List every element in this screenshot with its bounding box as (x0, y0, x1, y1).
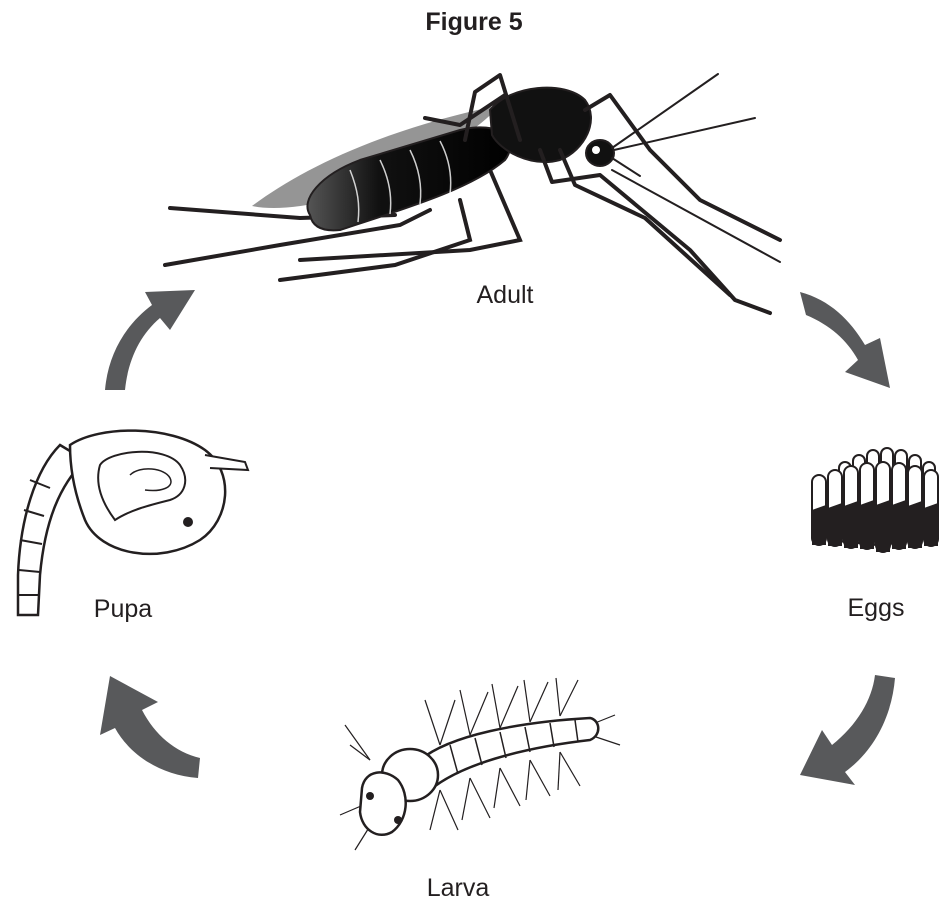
head (586, 140, 614, 166)
pupa-cephalothorax (70, 431, 225, 554)
stage-label-pupa: Pupa (94, 595, 152, 623)
arrow-eggs-to-larva (800, 675, 895, 785)
larva-head (360, 772, 406, 834)
arrow-adult-to-eggs (800, 292, 890, 388)
arrow-larva-to-pupa (100, 676, 200, 778)
larva-body (420, 718, 598, 790)
pupa-illustration (18, 431, 248, 615)
cycle-arrows (100, 290, 895, 785)
larva-illustration (340, 678, 620, 850)
stage-label-adult: Adult (477, 281, 534, 309)
eggs-illustration (812, 448, 938, 552)
adult-mosquito-illustration (165, 74, 780, 313)
stage-label-larva: Larva (427, 874, 490, 902)
stage-label-eggs: Eggs (848, 594, 905, 622)
arrow-pupa-to-adult (105, 290, 195, 390)
